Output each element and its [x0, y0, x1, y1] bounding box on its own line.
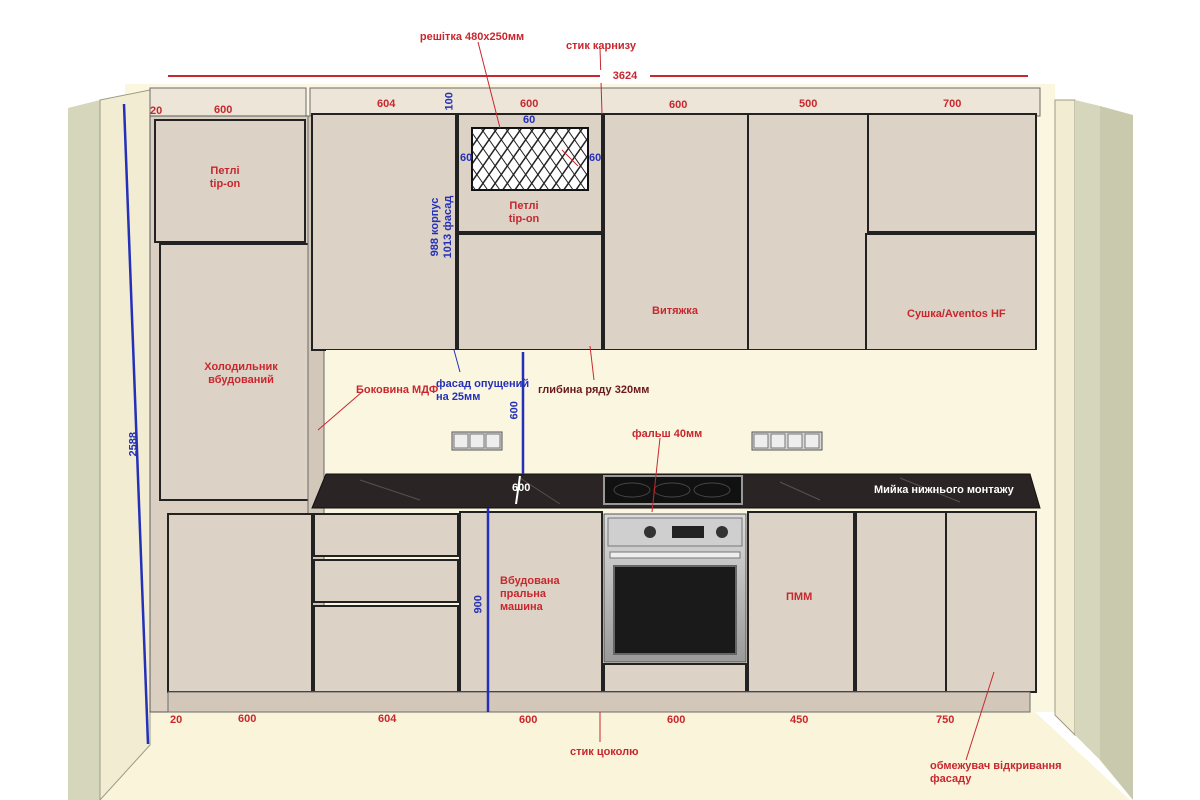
total-width-label: 3624: [600, 70, 650, 83]
dryer-cabinet[interactable]: [865, 233, 1037, 351]
dim-lower-600a: 600: [238, 713, 257, 725]
dim-lower-604: 604: [378, 713, 397, 725]
socket-block-left: [451, 431, 503, 451]
backsplash: [326, 350, 1038, 474]
dishwasher-cabinet[interactable]: [747, 511, 855, 693]
oven-false-panel: [603, 663, 747, 693]
right-side-wall: [1075, 100, 1100, 760]
total-height-label: 2588: [127, 432, 140, 457]
oven-window: [613, 565, 737, 655]
vent-grille-label: решітка 480х250мм: [419, 31, 525, 43]
socket-block-right: [751, 431, 823, 451]
leader-lines: [317, 41, 995, 761]
sink-label: Мийка нижнього монтажу: [874, 484, 1014, 496]
vent-dim-top: 60: [523, 114, 536, 126]
lower-cabinet-600-left[interactable]: [167, 513, 313, 693]
dim-upper-500: 500: [799, 98, 818, 110]
gap-600-label: 600: [508, 401, 521, 420]
fridge-door[interactable]: [159, 243, 311, 501]
dim-upper-700: 700: [943, 98, 962, 110]
dim-upper-604: 604: [377, 98, 396, 110]
dim-lower-20: 20: [170, 714, 183, 726]
dim-upper-600b: 600: [520, 98, 539, 110]
side-mdf-label: Боковина МДФ: [356, 384, 439, 396]
dim-upper-100: 100: [443, 92, 456, 111]
cornice-left: [149, 87, 307, 117]
drawer-3[interactable]: [313, 605, 459, 693]
vent-dim-right: 60: [589, 152, 602, 164]
false-panel-label: фальш 40мм: [632, 428, 703, 440]
total-height-line: [122, 103, 150, 745]
left-wall-panel: [99, 89, 151, 800]
drawer-1[interactable]: [313, 513, 459, 557]
dim-upper-20: 20: [150, 105, 163, 117]
vent-dim-left: 60: [460, 152, 473, 164]
left-side-wall: [68, 100, 100, 800]
dishwasher-label: ПММ: [786, 591, 813, 603]
washer-900-label: 900: [472, 595, 485, 614]
dim-upper-600c: 600: [669, 99, 688, 111]
row-depth-label: глибина ряду 320мм: [538, 384, 650, 396]
washer-cabinet[interactable]: [459, 511, 603, 693]
counter-600-label: 600: [512, 482, 531, 494]
lower-cabinet-750-right[interactable]: [945, 511, 1037, 693]
upper-cabinet-600-bottom[interactable]: [457, 233, 603, 351]
plinth-joint-label: стик цоколю: [570, 746, 639, 758]
upper-cabinet-500[interactable]: [747, 113, 869, 351]
cooktop: [603, 475, 743, 505]
drawer-2[interactable]: [313, 559, 459, 603]
floor: [70, 712, 1130, 800]
upper-cabinet-700-top[interactable]: [867, 113, 1037, 233]
dim-lower-750: 750: [936, 714, 955, 726]
dryer-label: Сушка/Aventos HF: [907, 308, 1006, 320]
hood-label: Витяжка: [652, 305, 698, 317]
dim-lower-600b: 600: [519, 714, 538, 726]
right-outer-wall: [1100, 106, 1133, 800]
plinth: [167, 691, 1031, 713]
lower-cabinet-750-left[interactable]: [855, 511, 947, 693]
right-wall-panel: [1054, 99, 1076, 737]
dim-upper-600a: 600: [214, 104, 233, 116]
cornice-right: [309, 87, 1041, 117]
counter-marker: [515, 475, 521, 505]
hood-cabinet[interactable]: [603, 113, 749, 351]
dim-lower-450: 450: [790, 714, 809, 726]
cornice-joint-label: стик карнизу: [566, 40, 636, 52]
tall-unit-top-door[interactable]: [154, 119, 306, 243]
dim-lower-600c: 600: [667, 714, 686, 726]
